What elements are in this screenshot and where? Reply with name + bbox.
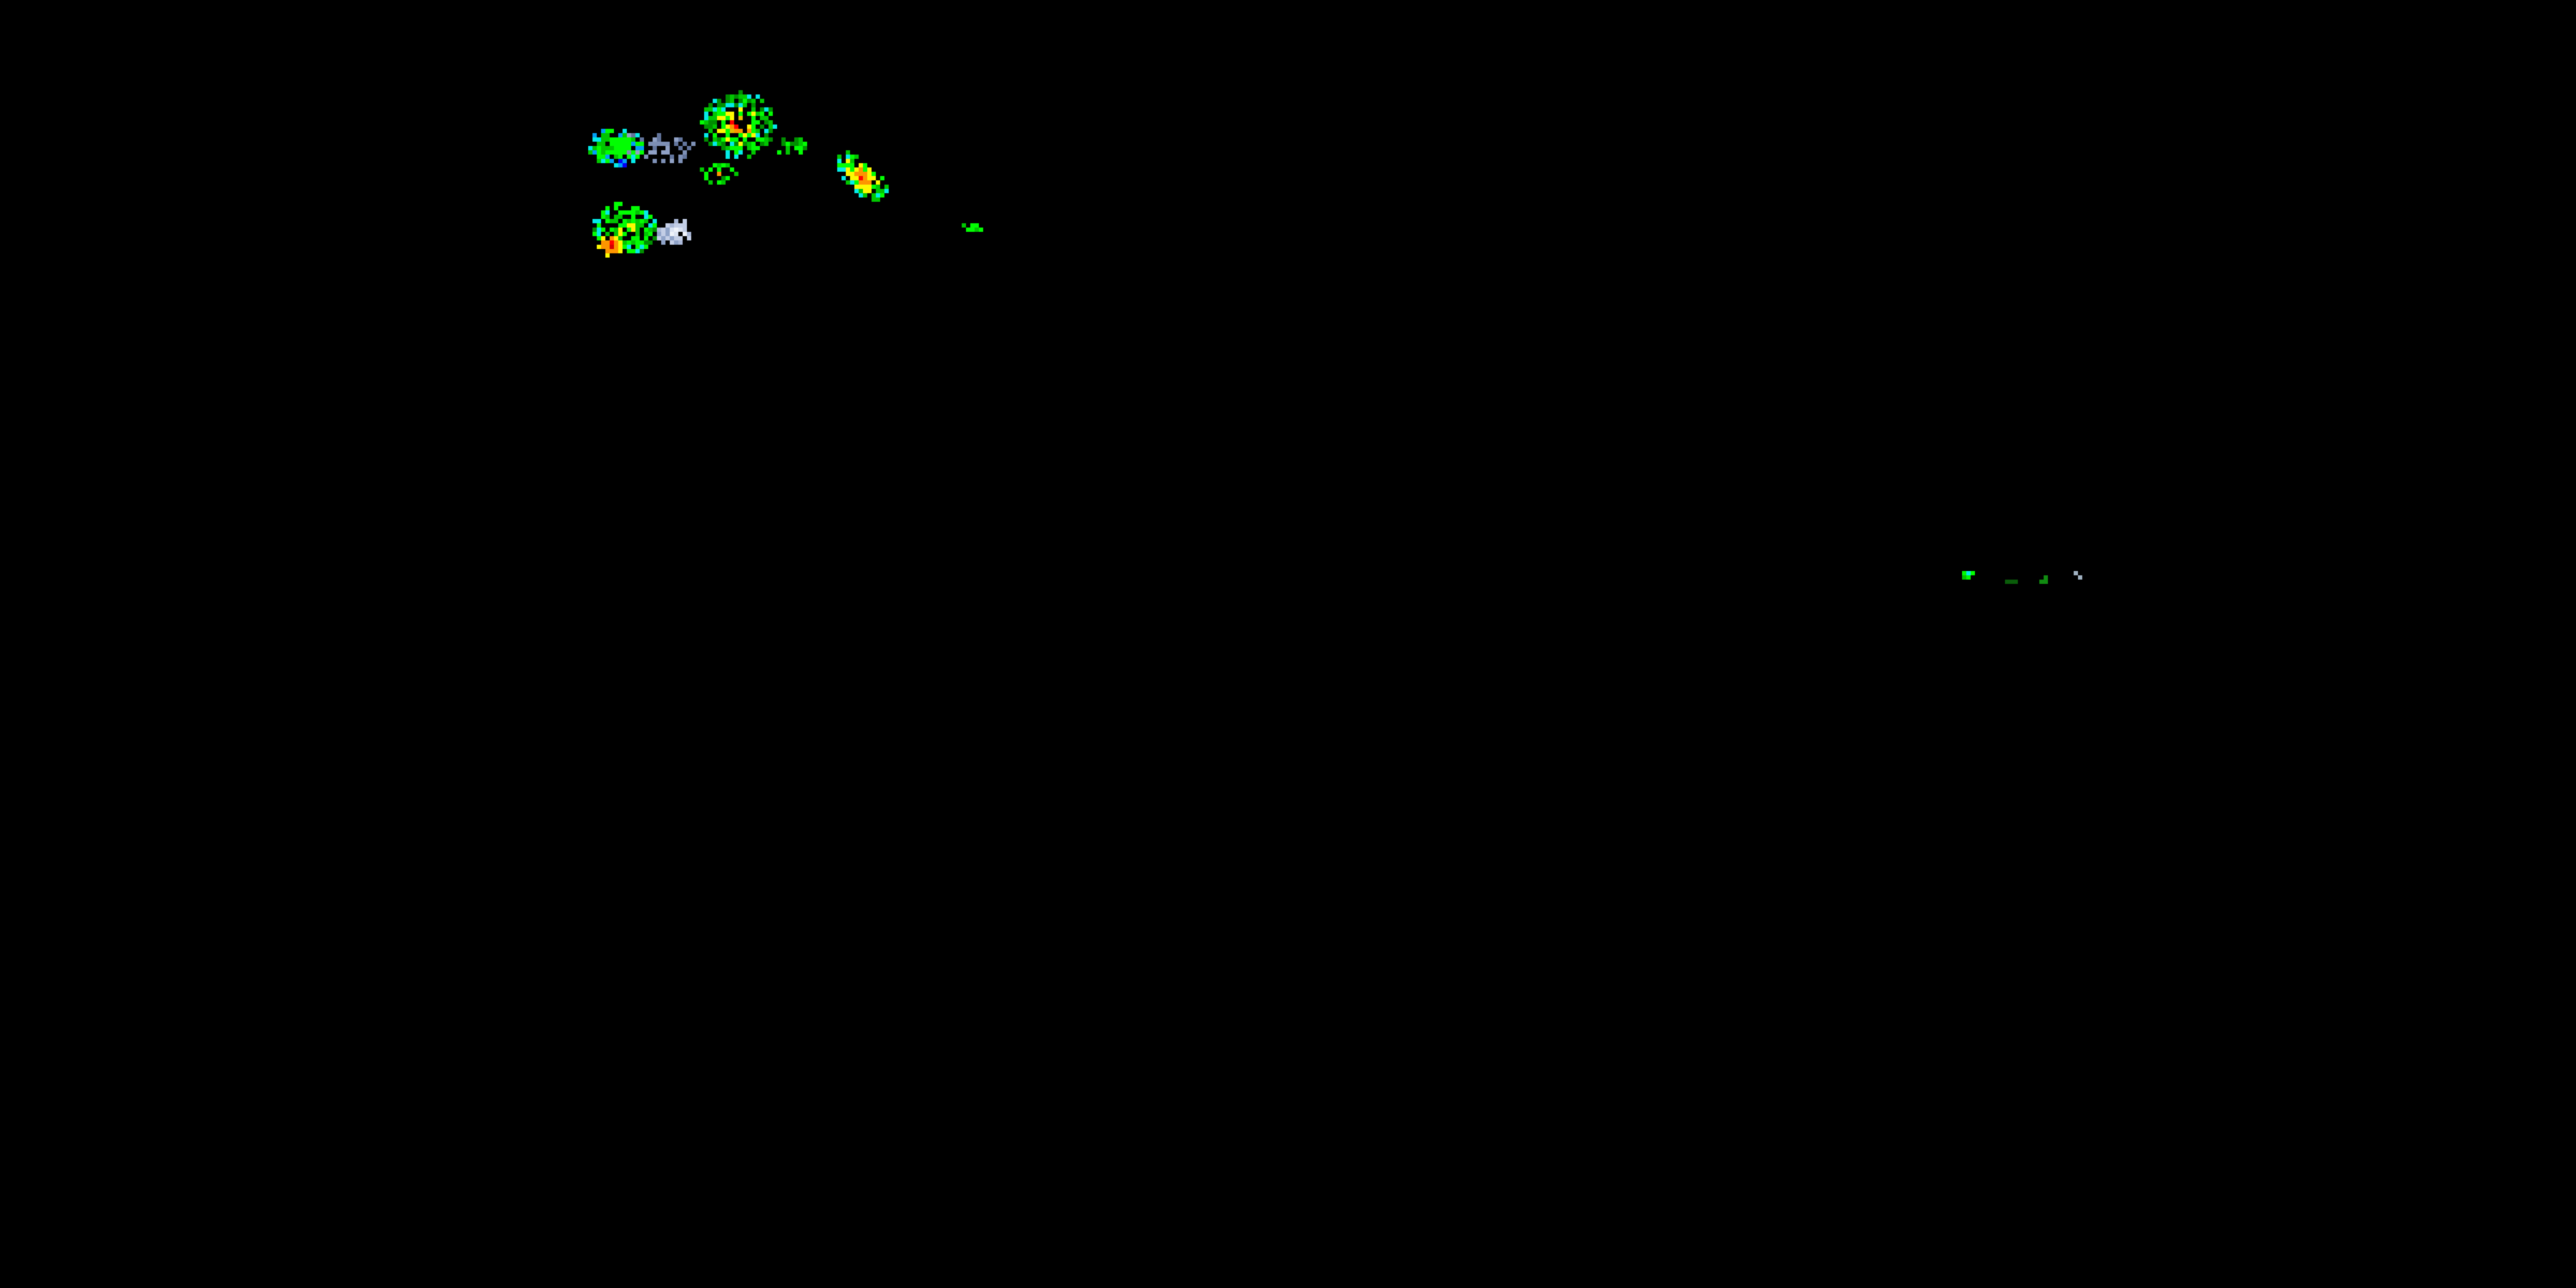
radar-canvas [0,0,2576,1288]
radar-map [0,0,2576,1288]
